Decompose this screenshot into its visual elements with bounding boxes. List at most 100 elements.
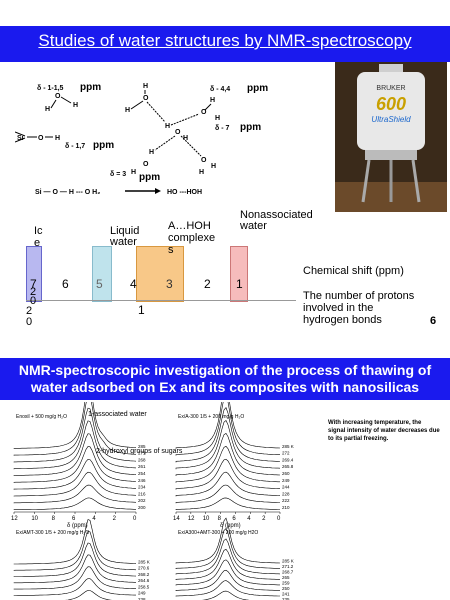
shift-label-1: δ - 1-1,5 <box>37 85 64 92</box>
axis-number-6: 6 <box>62 277 69 291</box>
bond <box>130 100 144 110</box>
bond <box>60 96 72 104</box>
spectrum-trace <box>175 402 281 449</box>
magnet-base <box>365 150 417 160</box>
spectrum-trace <box>13 446 137 483</box>
liquid-water-bar <box>92 246 112 302</box>
temperature-label: 285 K <box>282 559 294 564</box>
magnet-leg <box>411 159 421 203</box>
ice-label: Ic e <box>34 225 43 249</box>
ppm-label-3: ppm <box>93 140 114 151</box>
complexes-label: A…HOH complexe s <box>168 220 216 256</box>
slide2-title: NMR-spectroscopic investigation of the p… <box>18 362 432 395</box>
magnet-model: UltraShield <box>371 115 411 124</box>
bond <box>170 113 200 126</box>
tick-label: 4 <box>247 516 251 522</box>
tick-label: 10 <box>203 516 210 522</box>
plot-title: Ex/AMT-300 1/5 + 200 mg/g H₂O <box>16 530 89 536</box>
spectrum-trace <box>175 407 281 463</box>
title-band-2 <box>0 358 450 400</box>
temperature-label: 285 K <box>282 444 294 449</box>
o-atom: O <box>143 161 149 168</box>
ppm-label-1: ppm <box>80 82 101 93</box>
spectrum-trace <box>175 432 281 476</box>
spectrum-trace <box>13 578 136 596</box>
temperature-label: 249 <box>138 591 146 596</box>
chemical-shift-label: Chemical shift (ppm) <box>303 265 404 277</box>
h-atom: H <box>45 106 50 113</box>
ice-axis-digit: 2 <box>30 286 37 298</box>
temperature-label: 261 <box>138 464 146 469</box>
h-atom: O <box>55 93 61 100</box>
plot-title: Ex/A300+AMT-300 + 200 mg/g H2O <box>178 530 258 536</box>
tick-label: 2 <box>113 516 117 522</box>
axis-number-4: 4 <box>130 277 137 291</box>
annotation-associated-water: 1-associated water <box>88 411 147 418</box>
shift-label-3: δ - 1,7 <box>65 143 85 150</box>
magnet-leg <box>361 159 371 203</box>
nonassociated-bar <box>230 246 248 302</box>
tick-label: 12 <box>188 516 195 522</box>
si-atom: Si <box>17 135 24 142</box>
tick-label: 0 <box>277 516 281 522</box>
axis-number-1: 1 <box>236 277 243 291</box>
spectrum-trace <box>175 548 281 580</box>
temperature-label: 271.2 <box>282 564 294 569</box>
shift-label-4: δ - 7 <box>215 125 229 132</box>
temperature-label: 241 <box>282 592 290 597</box>
spectrum-trace <box>175 497 280 510</box>
protons-number-1: 1 <box>138 303 145 317</box>
ice-axis-digit: 2 <box>26 305 33 317</box>
bond <box>154 135 176 151</box>
axis-number-2: 2 <box>204 277 211 291</box>
ppm-label-5: ppm <box>139 172 160 183</box>
ice-axis-digit: 0 <box>30 295 37 307</box>
temperature-label: 268.2 <box>138 572 150 577</box>
o-atom: O <box>143 95 149 102</box>
ppm-label-2: ppm <box>247 83 268 94</box>
temperature-label: 259 <box>282 581 290 586</box>
temperature-label: 260 <box>282 471 290 476</box>
spectrum-trace <box>175 458 281 490</box>
spectrum-trace <box>175 471 281 497</box>
page-number: 6 <box>430 315 437 327</box>
tick-label: 8 <box>218 516 222 522</box>
temperature-label: 238 <box>138 597 146 600</box>
axis-unit-label: δ (ppm) <box>67 523 88 529</box>
spectrum-trace <box>13 542 137 577</box>
tick-label: 8 <box>52 516 56 522</box>
o-atom: O <box>175 129 181 136</box>
spectrum-trace <box>13 497 136 510</box>
h-atom: H <box>210 97 215 104</box>
bond <box>50 99 57 109</box>
spectrum-trace <box>175 569 280 591</box>
spectrum-trace <box>13 407 137 463</box>
spectrum-trace <box>13 566 136 590</box>
spectrum-trace <box>65 590 113 600</box>
complexes-bar <box>136 246 184 302</box>
spectrum-trace <box>13 402 137 456</box>
h-atom: H <box>55 135 60 142</box>
temperature-label: 285 K <box>138 559 150 564</box>
spectrum-trace <box>13 433 137 476</box>
shift-label-5: δ = 3 <box>110 171 126 178</box>
spectrum-trace <box>175 580 280 597</box>
temperature-label: 270.6 <box>138 566 150 571</box>
tick-label: 4 <box>92 516 96 522</box>
axis-unit-label: δ (ppm) <box>220 523 241 529</box>
ice-bar <box>26 246 42 302</box>
temperature-label: 272 <box>282 451 290 456</box>
temperature-label: 268.7 <box>282 570 294 575</box>
water-structures-diagram: O H H H O H H O H H O H H O H O H H Si O… <box>15 82 268 196</box>
tick-label: 10 <box>31 516 38 522</box>
liquid-water-label: Liquid water <box>110 225 140 248</box>
nonassociated-label: Nonassociated water <box>240 209 313 232</box>
spectrum-trace <box>175 517 281 564</box>
arrow-head <box>155 188 161 194</box>
tick-label: 2 <box>262 516 266 522</box>
h-atom: H <box>199 169 204 176</box>
temperature-label: 265 <box>282 575 290 580</box>
spectrum-trace <box>175 445 280 483</box>
spectrum-trace <box>13 402 137 449</box>
spectrum-trace <box>175 538 281 575</box>
